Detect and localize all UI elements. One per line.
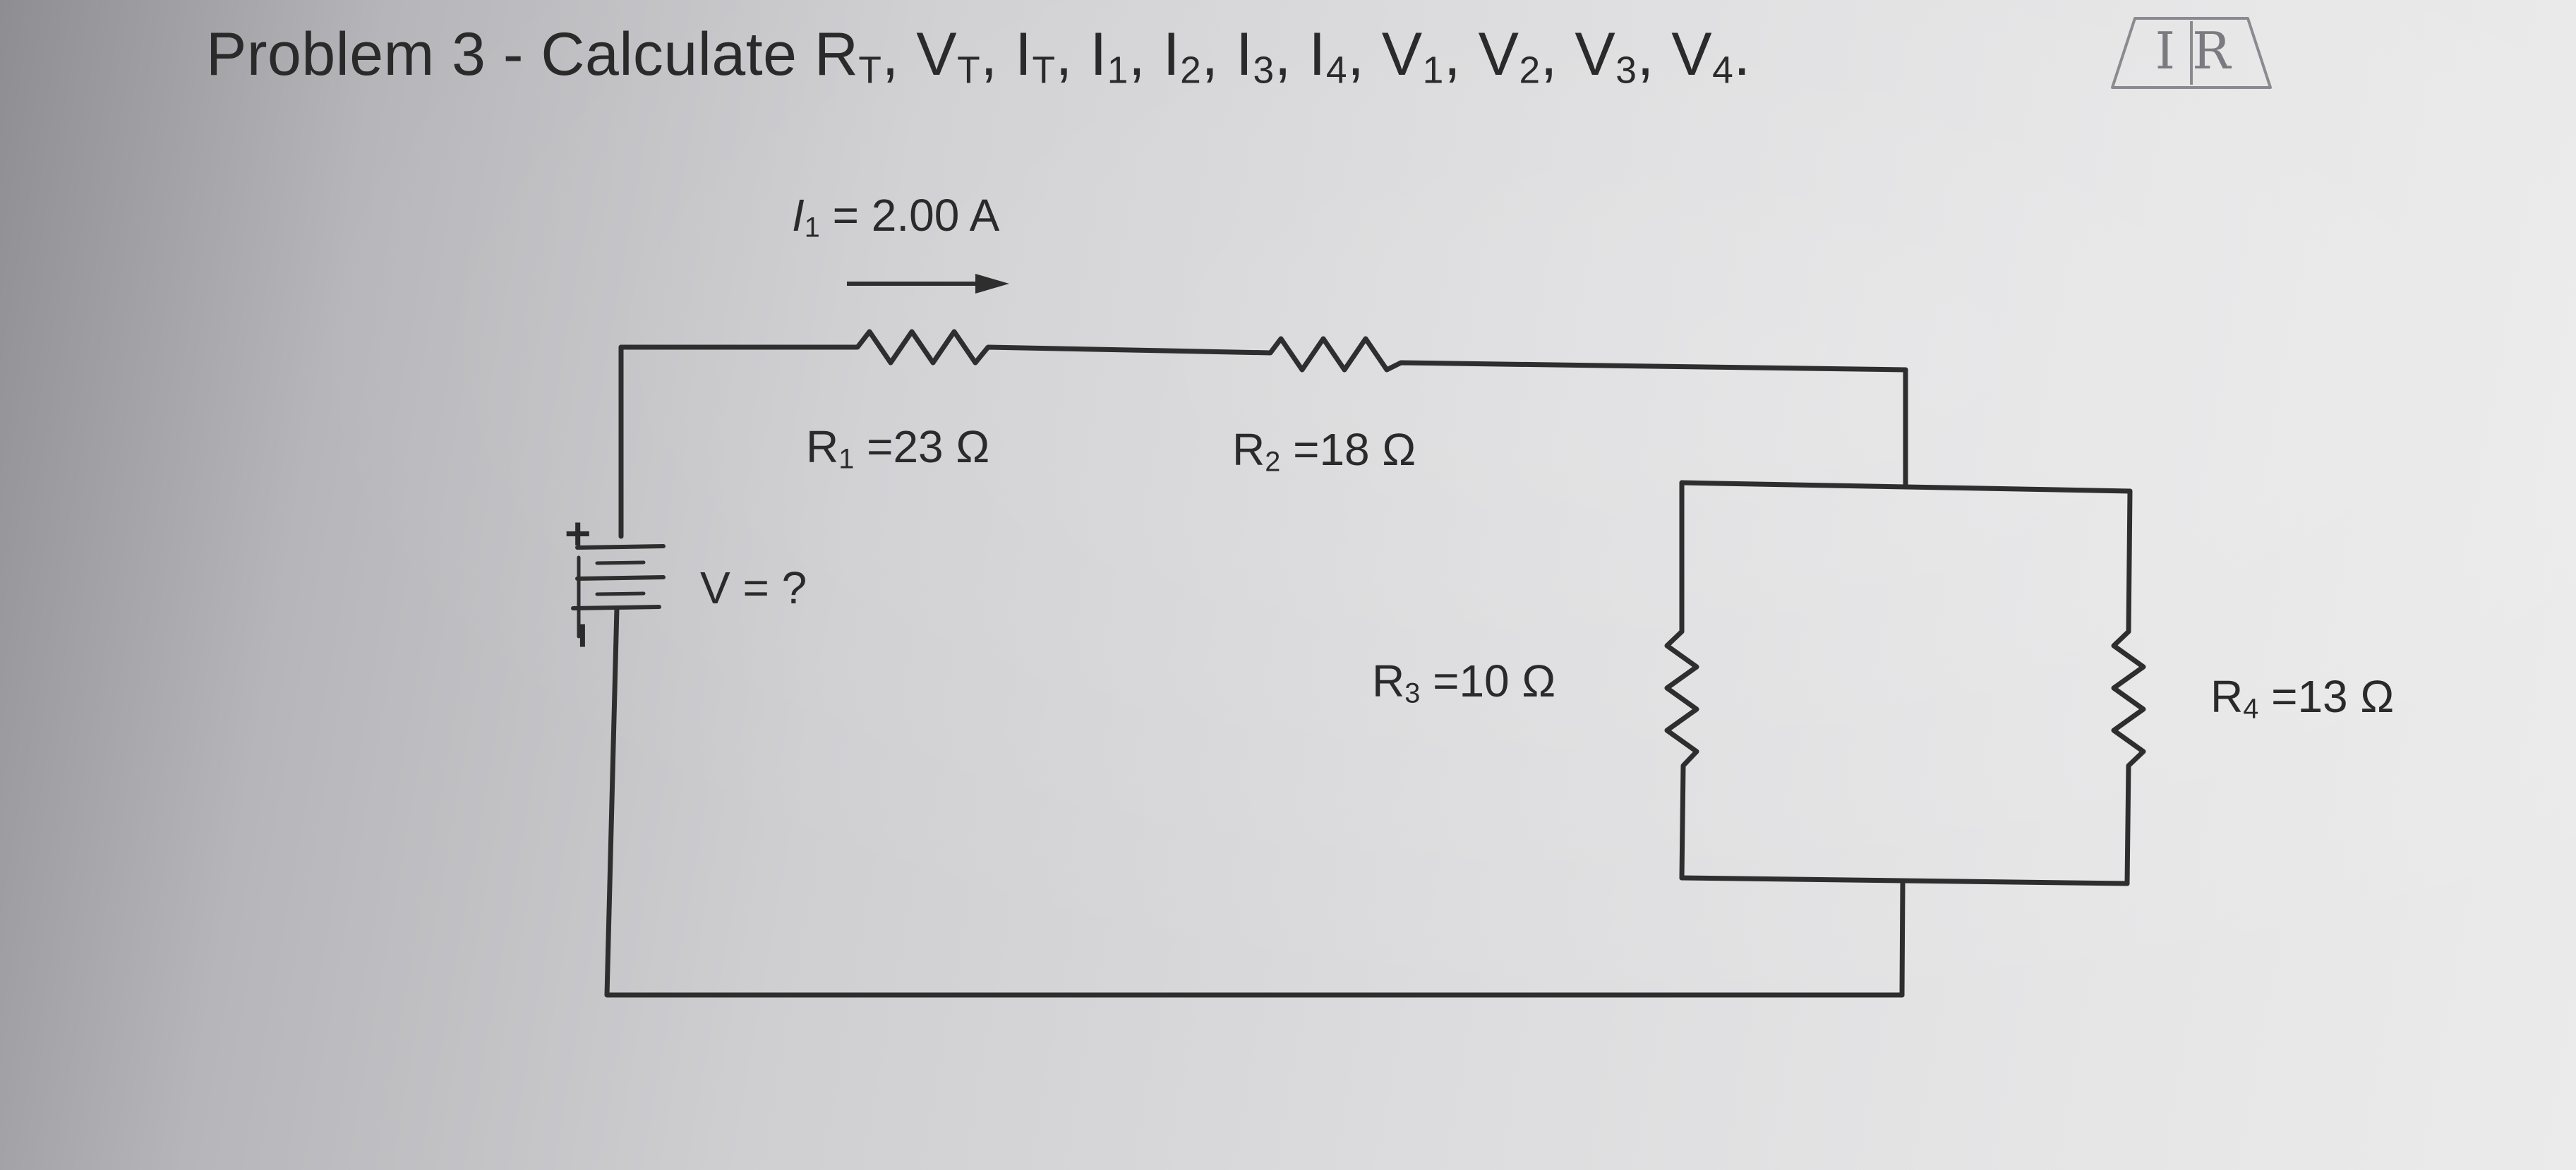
v2-term: V2, [1478,20,1575,92]
r4-label: R4 =13 Ω [2210,671,2395,725]
battery-plate-short-2 [595,591,646,596]
i4-term: I4, [1308,20,1382,92]
i1-term: I1, [1090,20,1163,92]
v4-term: V4. [1671,20,1751,92]
problem-prefix: Problem 3 - Calculate [206,20,814,88]
battery-plus-sign: + [565,508,591,559]
r1-label: R1 =23 Ω [806,421,990,475]
battery-plate-long-1 [575,544,666,550]
rt-term: RT, [814,20,917,92]
v1-term: V1, [1381,20,1479,92]
stamp-trapezoid-icon [2111,17,2272,89]
problem-title: Problem 3 - Calculate RT, VT, IT, I1, I2… [206,20,1751,90]
i3-term: I3, [1236,20,1309,92]
parallel-left-branch [1664,480,1699,881]
v3-term: V3, [1575,20,1672,92]
battery-plate-short-1 [595,560,646,565]
r2-label: R2 =18 Ω [1232,424,1416,478]
battery-voltage-label: V = ? [700,562,807,613]
battery-plate-long-3 [571,605,661,610]
current-label: I1 = 2.00 A [792,190,1000,243]
wire-left-lower [604,605,1905,998]
wire-top [618,329,1908,373]
battery-minus-sign: − [558,622,608,649]
parallel-right-branch [2111,488,2146,886]
r3-label: R3 =10 Ω [1372,656,1556,709]
battery-plate-long-2 [575,575,666,581]
it-term: IT, [1015,20,1090,92]
vt-term: VT, [916,20,1016,92]
current-arrow-head-icon [975,274,1009,294]
parallel-top-wire [1679,480,2133,494]
wire-right-lower [1899,878,1906,998]
i2-term: I2, [1162,20,1236,92]
